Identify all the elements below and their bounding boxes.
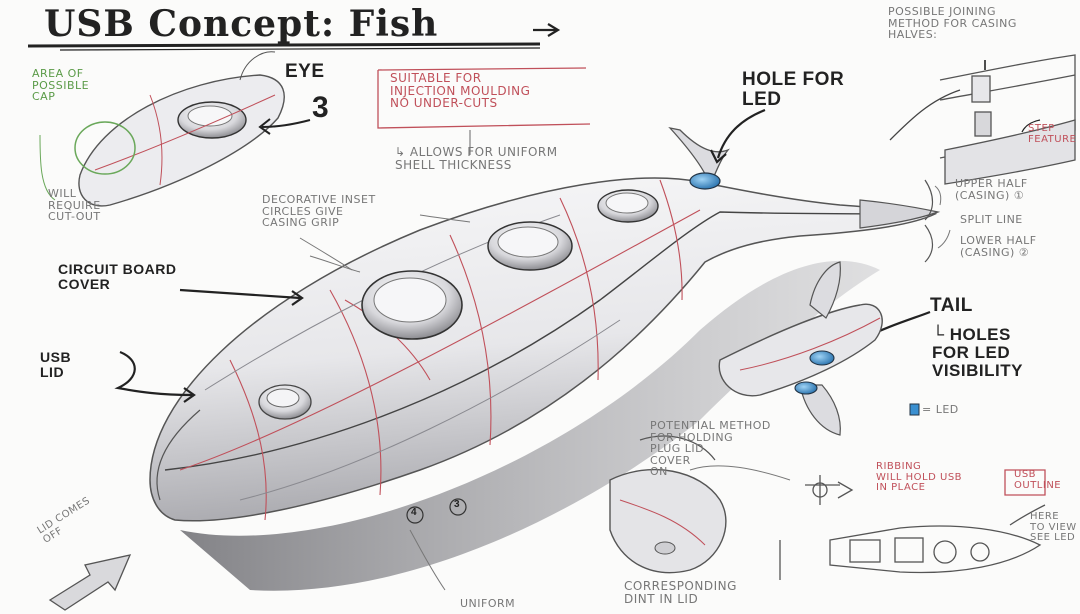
here-note: HERE TO VIEW SEE LED — [1030, 511, 1077, 543]
corresponding-note: CORRESPONDING DINT IN LID — [624, 579, 737, 606]
page-title: USB Concept: Fish — [44, 3, 439, 45]
potential-method-note: POTENTIAL METHOD FOR HOLDING PLUG LID CO… — [650, 419, 771, 479]
require-cutout-note: WILL REQUIRE CUT-OUT — [48, 187, 101, 224]
circuit-board-label: CIRCUIT BOARD COVER — [58, 261, 177, 292]
tail-label: TAIL — [930, 295, 973, 316]
usb-outline-note: USB OUTLINE — [1014, 469, 1062, 491]
decorative-note: DECORATIVE INSET CIRCLES GIVE CASING GRI… — [262, 193, 376, 230]
suitable-box — [377, 67, 591, 155]
led-key-label: = LED — [922, 403, 959, 416]
suitable-note: SUITABLE FOR INJECTION MOULDING NO UNDER… — [390, 71, 531, 111]
lid-off-arrow — [48, 554, 132, 611]
eye-detail-sketch — [39, 51, 311, 207]
joining-note: POSSIBLE JOINING METHOD FOR CASING HALVE… — [888, 5, 1017, 42]
uniform-note: UNIFORM — [460, 597, 516, 610]
split-line-note: SPLIT LINE — [960, 213, 1023, 226]
usb-outline-sketch — [779, 469, 1046, 580]
title-underline — [27, 23, 561, 51]
holes-led-label: └ HOLES FOR LED VISIBILITY — [932, 325, 1023, 380]
eye-number: 3 — [312, 91, 329, 124]
upper-half-note: UPPER HALF (CASING) ① — [955, 177, 1028, 202]
leader-lines — [299, 185, 951, 591]
joining-detail — [889, 54, 1076, 185]
number-4: 4 — [411, 507, 417, 518]
plug-lid-sketch — [609, 435, 727, 574]
area-cap-note: AREA OF POSSIBLE CAP — [32, 67, 90, 104]
tail-detail-sketch — [718, 261, 883, 436]
led-key-swatch — [909, 403, 920, 416]
casing-brackets — [924, 179, 934, 263]
uniform-shell-note: ↳ ALLOWS FOR UNIFORM SHELL THICKNESS — [395, 145, 558, 172]
fish-shadow — [180, 260, 880, 591]
eye-label: EYE — [285, 61, 325, 82]
ribbing-note: RIBBING WILL HOLD USB IN PLACE — [876, 461, 963, 493]
number-3: 3 — [454, 499, 460, 510]
usb-lid-label: USB LID — [40, 349, 72, 380]
fish-body — [149, 126, 941, 524]
lower-half-note: LOWER HALF (CASING) ② — [960, 234, 1037, 259]
step-feature-note: STEP FEATURE — [1028, 123, 1077, 145]
hole-led-label: HOLE FOR LED — [742, 69, 845, 110]
